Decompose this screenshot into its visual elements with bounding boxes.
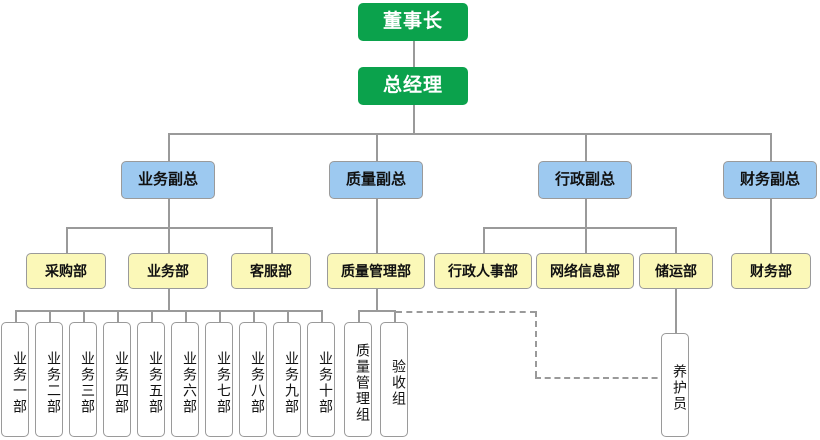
connector-dept-quality-stem [376, 289, 378, 311]
node-dept-quality-management[interactable]: 质量管理部 [327, 253, 425, 289]
connector-business-units-bus [15, 310, 323, 312]
connector-drop-vp-quality [376, 133, 378, 161]
node-business-unit-10[interactable]: 业务十部 [307, 322, 335, 437]
connector-chairman-to-gm [413, 41, 415, 67]
connector-drop-unit-7 [219, 310, 221, 323]
connector-admin-dept-bus [483, 227, 675, 229]
node-vp-business[interactable]: 业务副总 [121, 161, 215, 199]
node-business-unit-6[interactable]: 业务六部 [171, 322, 199, 437]
node-dept-finance[interactable]: 财务部 [731, 253, 811, 289]
node-general-manager[interactable]: 总经理 [358, 67, 468, 105]
connector-drop-dept-business [168, 227, 170, 253]
node-vp-finance[interactable]: 财务副总 [723, 161, 817, 199]
connector-drop-vp-finance [770, 133, 772, 161]
connector-drop-team-quality-group [358, 310, 360, 323]
connector-gm-stem [413, 104, 415, 134]
node-business-unit-8[interactable]: 业务八部 [239, 322, 267, 437]
dashed-link-top [396, 311, 536, 313]
connector-vp-finance-to-dept [770, 198, 772, 253]
node-business-unit-5[interactable]: 业务五部 [137, 322, 165, 437]
connector-drop-unit-4 [117, 310, 119, 323]
node-dept-network-info[interactable]: 网络信息部 [536, 253, 634, 289]
connector-drop-unit-9 [287, 310, 289, 323]
node-chairman[interactable]: 董事长 [358, 3, 468, 41]
node-team-maintainer[interactable]: 养护员 [661, 333, 689, 437]
connector-drop-team-acceptance-group [394, 310, 396, 323]
node-team-acceptance-group[interactable]: 验收组 [380, 322, 408, 437]
connector-drop-unit-1 [15, 310, 17, 323]
node-vp-admin[interactable]: 行政副总 [538, 161, 632, 199]
connector-drop-vp-admin [585, 133, 587, 161]
connector-drop-unit-10 [321, 310, 323, 323]
node-business-unit-2[interactable]: 业务二部 [35, 322, 63, 437]
node-business-unit-7[interactable]: 业务七部 [205, 322, 233, 437]
connector-dept-storage-to-maintainer [675, 289, 677, 333]
node-dept-customer-service[interactable]: 客服部 [231, 253, 311, 289]
connector-drop-unit-2 [49, 310, 51, 323]
node-team-quality-group[interactable]: 质量管理组 [344, 322, 372, 437]
connector-vp-business-stem [168, 198, 170, 228]
connector-vp-quality-to-dept [376, 198, 378, 253]
dashed-link-bottom [535, 377, 677, 379]
connector-dept-business-stem [168, 289, 170, 311]
connector-drop-dept-purchasing [66, 227, 68, 253]
node-business-unit-1[interactable]: 业务一部 [1, 322, 29, 437]
connector-quality-team-bus [358, 310, 395, 312]
connector-drop-unit-5 [151, 310, 153, 323]
connector-drop-dept-storage [675, 227, 677, 253]
node-business-unit-3[interactable]: 业务三部 [69, 322, 97, 437]
connector-drop-vp-business [168, 133, 170, 161]
connector-drop-unit-8 [253, 310, 255, 323]
node-vp-quality[interactable]: 质量副总 [329, 161, 423, 199]
connector-drop-dept-network-info [585, 227, 587, 253]
node-business-unit-4[interactable]: 业务四部 [103, 322, 131, 437]
connector-vp-admin-stem [585, 198, 587, 228]
node-dept-storage-transport[interactable]: 储运部 [639, 253, 713, 289]
node-business-unit-9[interactable]: 业务九部 [273, 322, 301, 437]
connector-drop-unit-3 [83, 310, 85, 323]
connector-drop-unit-6 [185, 310, 187, 323]
node-dept-admin-hr[interactable]: 行政人事部 [434, 253, 532, 289]
node-dept-business[interactable]: 业务部 [128, 253, 208, 289]
connector-vp-bus [168, 133, 772, 135]
connector-drop-dept-admin-hr [483, 227, 485, 253]
node-dept-purchasing[interactable]: 采购部 [26, 253, 106, 289]
dashed-link-right [535, 311, 537, 377]
connector-drop-dept-customer-service [271, 227, 273, 253]
